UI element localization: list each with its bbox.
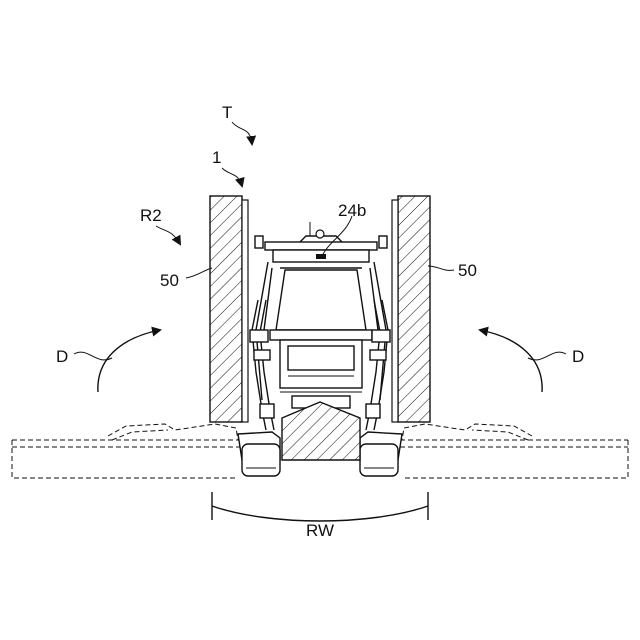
left-side-panel-50	[210, 196, 248, 422]
label-R2: R2	[140, 206, 162, 225]
cab-roof	[255, 222, 387, 262]
label-RW: RW	[306, 521, 334, 540]
label-D-right: D	[572, 347, 584, 366]
label-50-left: 50	[160, 271, 179, 290]
label-50-right: 50	[458, 261, 477, 280]
label-1: 1	[212, 148, 221, 167]
ground-left	[12, 424, 240, 478]
rw-dimension	[212, 492, 428, 521]
cab-body	[256, 262, 386, 408]
right-side-panel-50	[392, 196, 430, 422]
rotation-arrow-right	[480, 330, 566, 392]
label-D-left: D	[56, 347, 68, 366]
label-24b: 24b	[338, 201, 366, 220]
rotation-arrow-left	[74, 330, 160, 392]
center-ridge	[282, 402, 360, 460]
label-T: T	[222, 103, 232, 122]
ground-right	[400, 424, 628, 478]
